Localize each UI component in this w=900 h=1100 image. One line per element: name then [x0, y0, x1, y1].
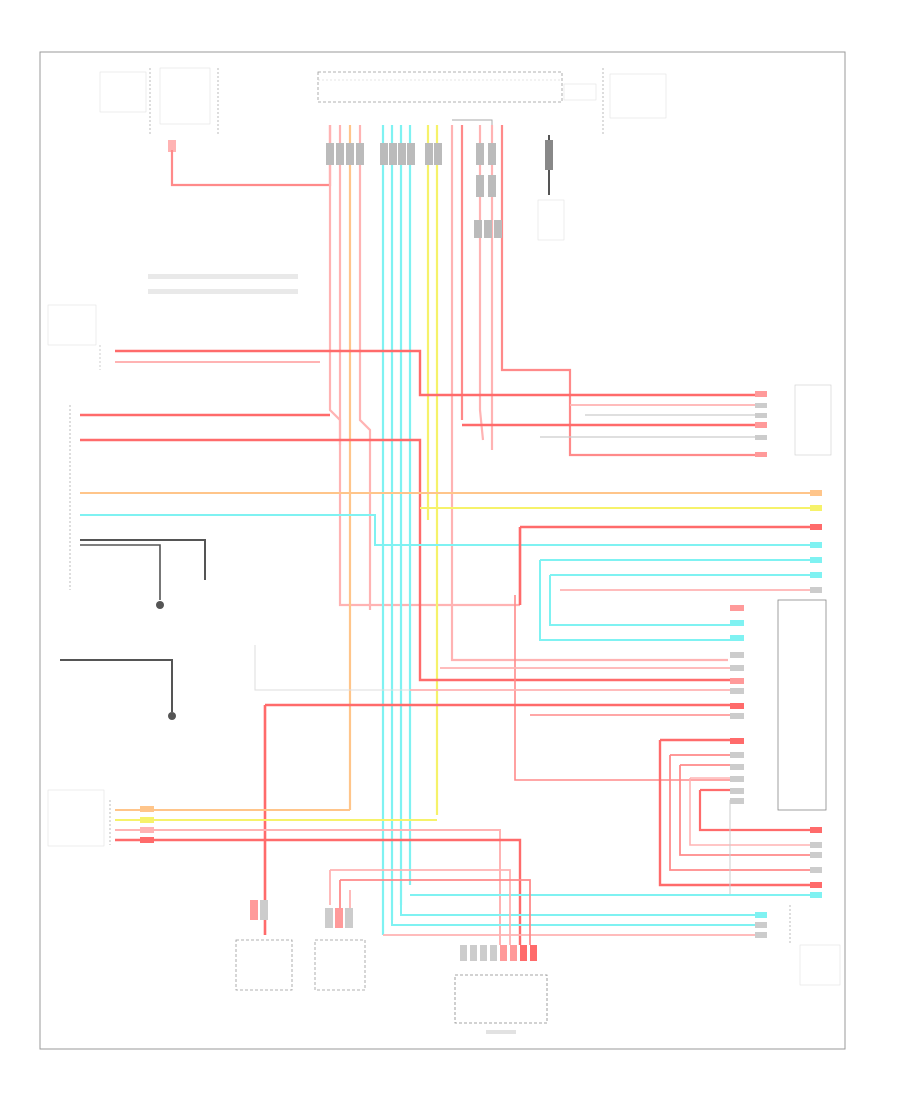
- wire-bundle-horizontal: [60, 349, 820, 945]
- top-connector-pins: [326, 143, 502, 238]
- right-terminal-pins: [810, 490, 822, 898]
- ground-symbols: [156, 601, 176, 720]
- bottom-label-placeholder: [486, 1030, 516, 1034]
- component-right-module-main: [730, 599, 827, 811]
- component-left-module: [47, 304, 101, 590]
- diagram-frame: [39, 51, 846, 1050]
- component-top-left-switch: [99, 67, 219, 152]
- component-bottom-right-ground: [755, 905, 841, 986]
- component-bottom-actuator-1: [235, 900, 293, 991]
- component-top-ground: [537, 135, 565, 241]
- legend-notes: [148, 274, 298, 294]
- component-top-right-module: [563, 68, 667, 135]
- component-top-connector-block: [317, 71, 563, 103]
- component-bottom-left-unit: [47, 789, 154, 847]
- component-bottom-center-connector: [454, 945, 548, 1024]
- component-right-module-upper: [755, 384, 832, 457]
- component-bottom-actuator-2: [314, 908, 366, 991]
